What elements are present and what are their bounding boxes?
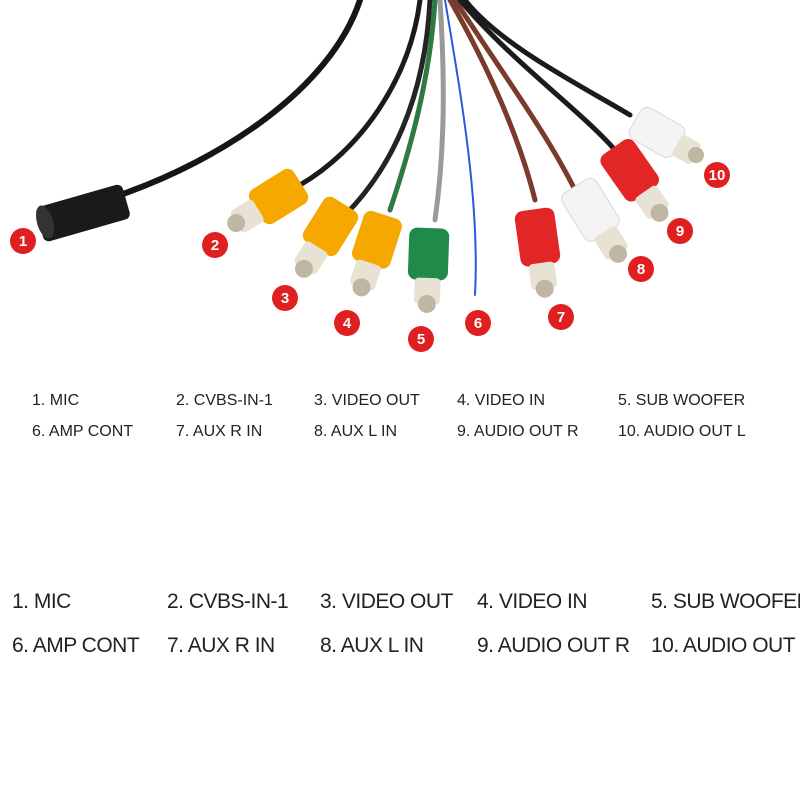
legend-item: 8. AUX L IN	[314, 423, 397, 440]
legend-item: 3. VIDEO OUT	[314, 392, 420, 409]
legend-item: 10. AUDIO OUT L	[618, 423, 746, 440]
badge-3: 3	[272, 285, 298, 311]
legend-item: 8. AUX L IN	[320, 634, 424, 657]
audio-out-l-plug	[628, 106, 704, 164]
sub-wire	[432, 0, 446, 223]
legend-item: 5. SUB WOOFER	[651, 590, 800, 613]
legend-item: 7. AUX R IN	[167, 634, 275, 657]
audio-r-wire	[457, 0, 618, 153]
cvbs-wire	[297, 0, 423, 188]
legend-item: 2. CVBS-IN-1	[176, 392, 273, 409]
amp-wire	[444, 0, 477, 296]
badge-8: 8	[628, 256, 654, 282]
badge-6: 6	[465, 310, 491, 336]
legend-item: 9. AUDIO OUT R	[457, 423, 579, 440]
sub-woofer-plug	[407, 227, 450, 313]
mic-wire	[117, 0, 363, 198]
aux-r-wire	[447, 0, 538, 203]
badge-4: 4	[334, 310, 360, 336]
legend-item: 1. MIC	[12, 590, 71, 613]
legend-item: 4. VIDEO IN	[477, 590, 588, 613]
video-out-wire	[342, 0, 433, 218]
video-out-plug	[294, 196, 359, 278]
legend-item: 7. AUX R IN	[176, 423, 263, 440]
legend-item: 2. CVBS-IN-1	[167, 590, 289, 613]
badge-1: 1	[10, 228, 36, 254]
badge-5: 5	[408, 326, 434, 352]
legend-item: 10. AUDIO OUT L	[651, 634, 800, 657]
legend-item: 6. AMP CONT	[32, 423, 134, 440]
cable-harness-photo	[35, 0, 704, 313]
badge-2: 2	[202, 232, 228, 258]
legend-item: 9. AUDIO OUT R	[477, 634, 630, 657]
badge-9: 9	[667, 218, 693, 244]
badge-10: 10	[704, 162, 730, 188]
aux-r-plug	[514, 207, 561, 298]
legend-item: 1. MIC	[32, 392, 80, 409]
legend-item: 5. SUB WOOFER	[618, 392, 746, 409]
video-in-wire	[387, 0, 438, 213]
cvbs-plug	[227, 168, 309, 233]
aux-l-plug	[561, 177, 628, 263]
video-in-plug	[350, 210, 402, 297]
audio-out-r-plug	[600, 138, 669, 222]
aux-l-wire	[452, 0, 578, 193]
legend-item: 4. VIDEO IN	[457, 392, 546, 409]
legend-item: 3. VIDEO OUT	[320, 590, 453, 613]
mic-jack	[35, 184, 130, 242]
audio-l-wire	[462, 0, 633, 118]
badge-7: 7	[548, 304, 574, 330]
legend-item: 6. AMP CONT	[12, 634, 140, 657]
